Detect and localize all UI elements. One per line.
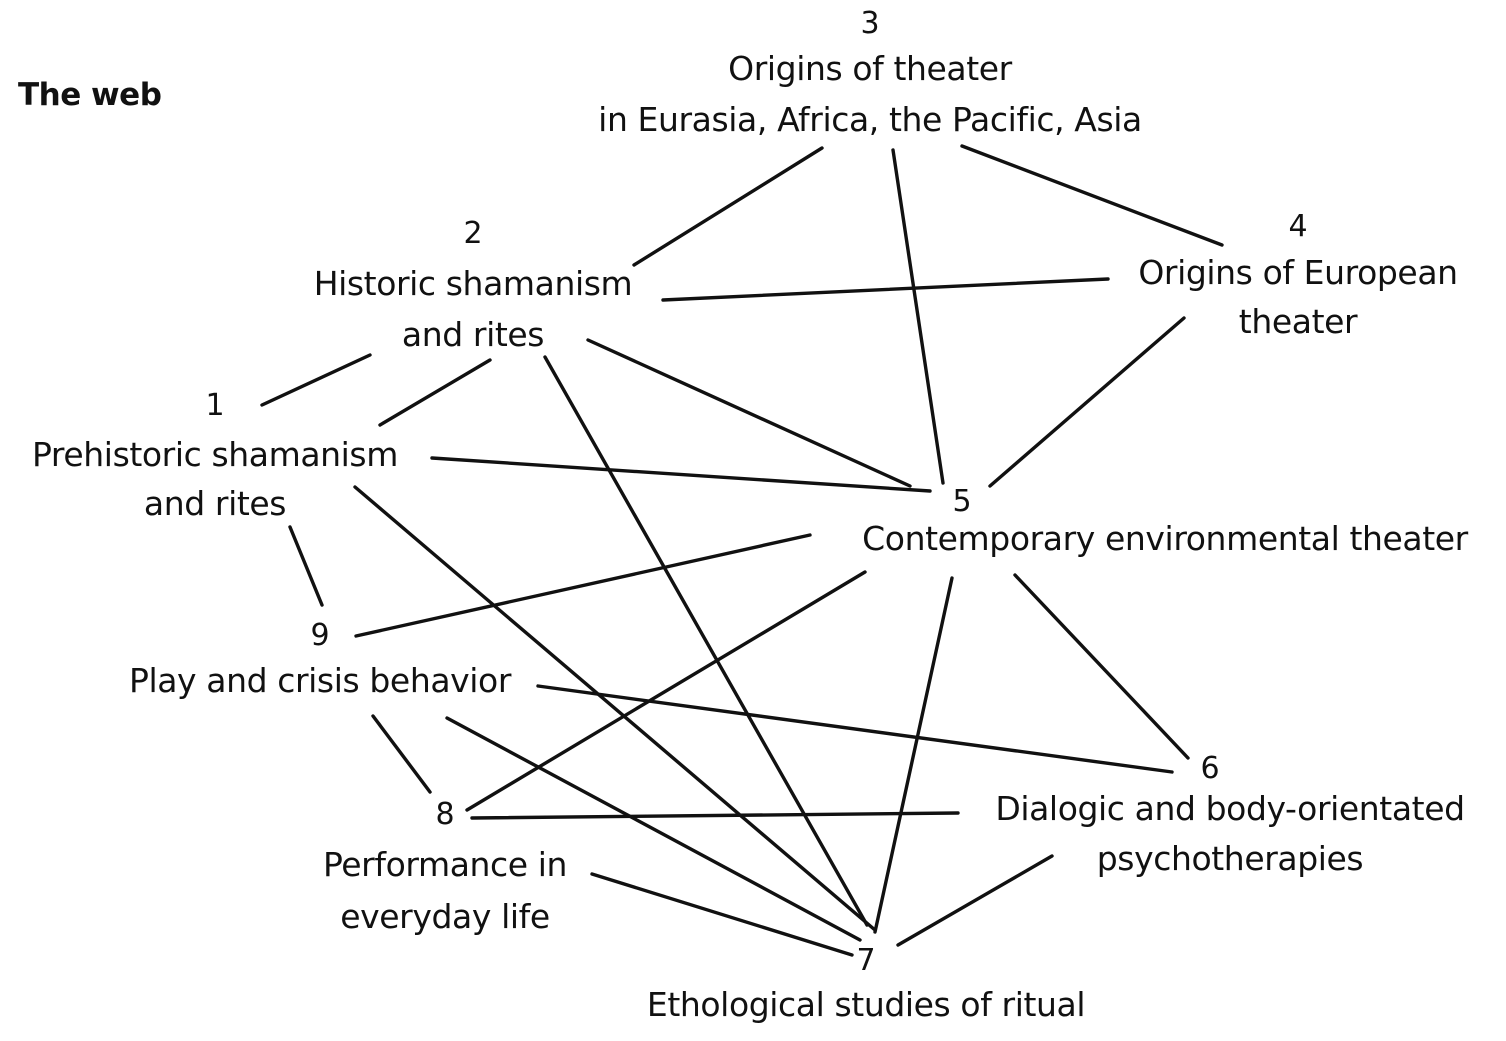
node-label-line: Prehistoric shamanism — [32, 435, 398, 474]
node-label-line: Performance in — [323, 845, 567, 884]
edge-5-7 — [873, 576, 954, 934]
edge-1-2 — [260, 353, 372, 407]
edge-6-7 — [896, 854, 1054, 947]
node-label-line: Origins of theater — [728, 49, 1013, 88]
edge-5-9 — [354, 533, 812, 638]
node-label-line: everyday life — [340, 897, 549, 936]
edge-2-7 — [543, 355, 869, 927]
node-number: 3 — [860, 6, 879, 41]
edge-1-5 — [430, 456, 932, 493]
edge-2-4 — [661, 277, 1110, 302]
node-label-line: Contemporary environmental theater — [862, 519, 1469, 558]
edge-1-7 — [353, 485, 877, 932]
node-number: 6 — [1200, 751, 1219, 786]
node-label-line: Play and crisis behavior — [129, 661, 512, 700]
node-label-line: Historic shamanism — [314, 264, 633, 303]
node-number: 2 — [463, 216, 482, 251]
node-label-line: Dialogic and body-orientated — [995, 789, 1464, 828]
node-label-line: and rites — [144, 484, 286, 523]
edge-8-9 — [371, 714, 432, 794]
edge-6-8 — [470, 811, 960, 820]
node-number: 8 — [435, 797, 454, 832]
node-label-line: theater — [1239, 302, 1358, 341]
node-number: 7 — [856, 943, 875, 978]
edge-2-3 — [632, 146, 824, 267]
edge-2-5 — [586, 338, 912, 488]
node-number: 4 — [1288, 209, 1307, 244]
connection-lines — [260, 144, 1224, 957]
edge-3-4 — [960, 144, 1224, 247]
node-label-line: Origins of European — [1138, 253, 1457, 292]
diagram-title: The web — [18, 77, 161, 113]
node-label-line: Ethological studies of ritual — [647, 985, 1085, 1024]
node-number: 5 — [952, 484, 971, 519]
edge-1-2 — [378, 358, 492, 427]
node-label-line: in Eurasia, Africa, the Pacific, Asia — [598, 100, 1142, 139]
node-label-line: psychotherapies — [1097, 839, 1363, 878]
edge-7-9 — [445, 716, 862, 942]
node-number: 1 — [205, 388, 224, 423]
edge-5-6 — [1013, 573, 1190, 760]
edge-5-8 — [465, 570, 867, 812]
edge-7-8 — [590, 872, 854, 957]
edge-4-5 — [988, 316, 1186, 488]
node-number: 9 — [310, 618, 329, 653]
edge-1-9 — [288, 525, 324, 607]
edge-3-5 — [891, 148, 945, 485]
node-label-line: and rites — [402, 315, 544, 354]
edge-6-9 — [536, 684, 1174, 774]
